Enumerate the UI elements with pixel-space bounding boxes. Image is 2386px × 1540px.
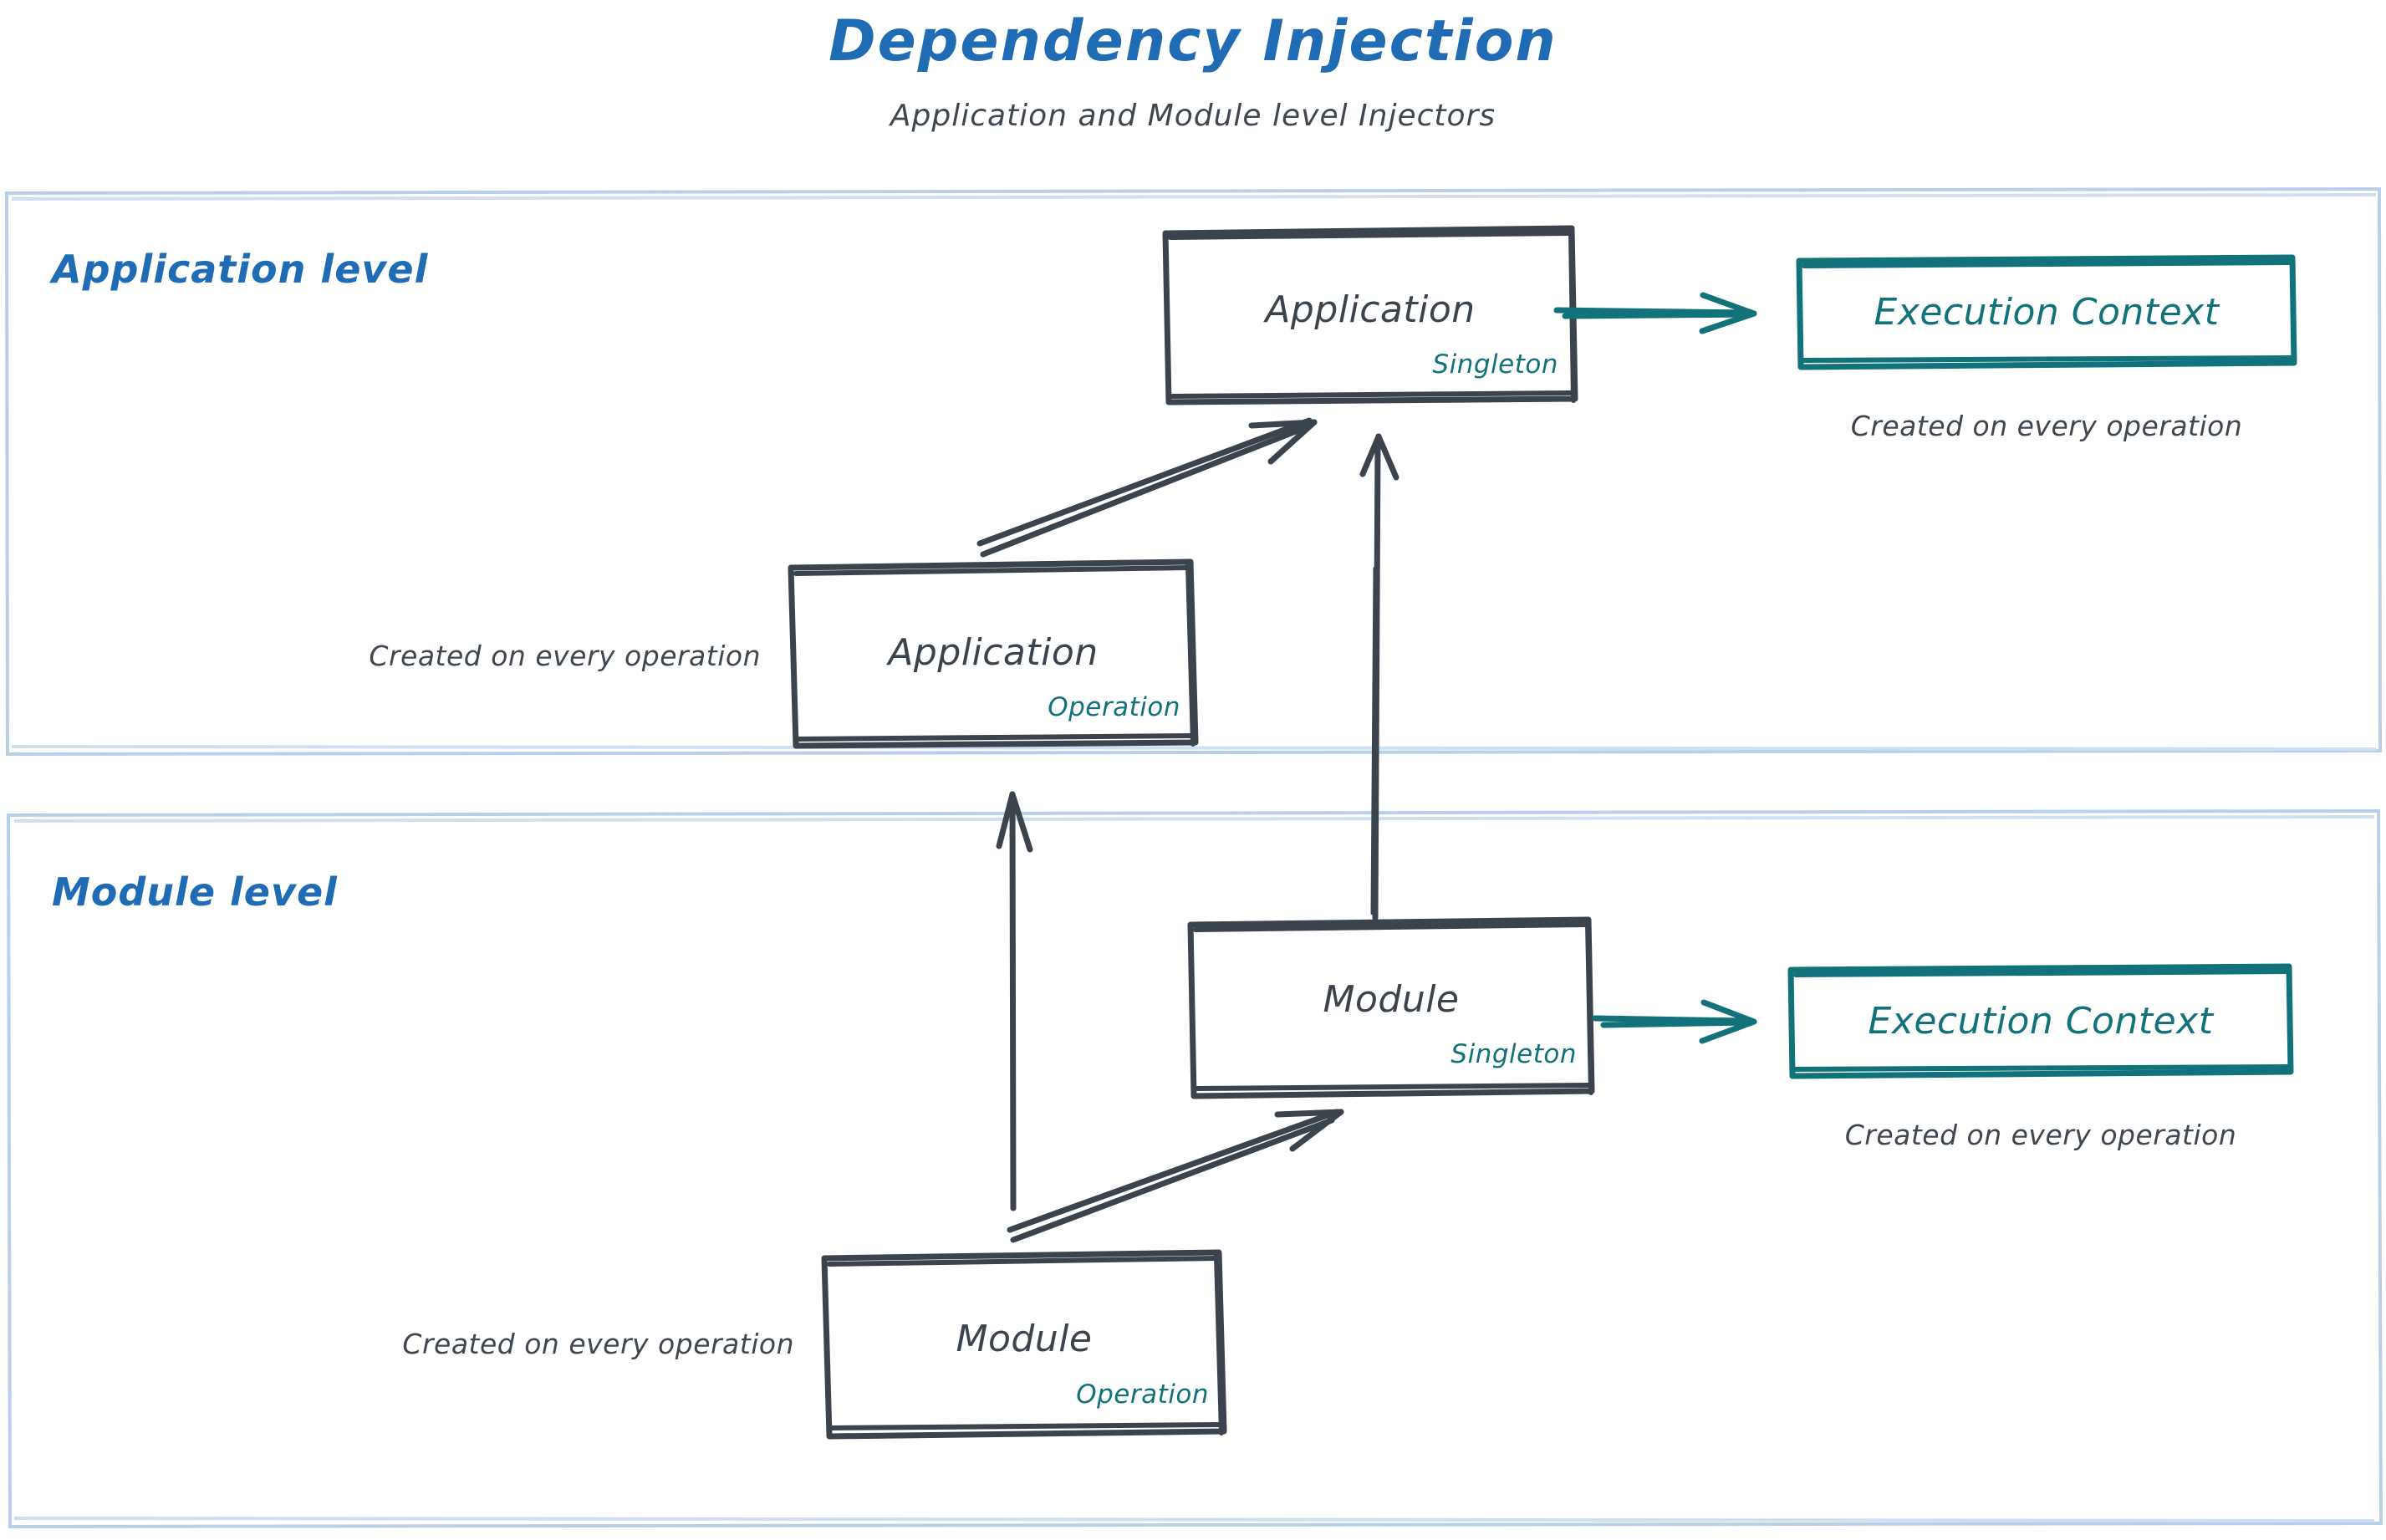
module-execution-context-title: Execution Context — [1868, 1000, 2214, 1043]
section-label-module-level: Module level — [52, 869, 338, 915]
page-subtitle: Application and Module level Injectors — [890, 99, 1496, 133]
application-execution-context-title: Execution Context — [1874, 291, 2220, 334]
module-singleton-scope: Singleton — [1450, 1039, 1577, 1069]
edge-app-singleton-to-execution-context — [1553, 292, 1757, 334]
edge-module-operation-to-app-operation — [996, 791, 1033, 1211]
page-title: Dependency Injection — [828, 8, 1558, 74]
module-execution-context-caption: Created on every operation — [1844, 1119, 2237, 1151]
application-singleton-scope: Singleton — [1432, 349, 1558, 380]
edge-module-singleton-to-app-singleton — [1359, 433, 1399, 921]
application-operation-title: Application — [888, 631, 1099, 674]
module-operation-caption: Created on every operation — [402, 1328, 794, 1360]
application-operation-caption: Created on every operation — [369, 640, 761, 672]
edge-app-operation-to-app-singleton — [976, 417, 1318, 558]
edge-module-singleton-to-execution-context — [1592, 999, 1757, 1044]
application-operation-scope: Operation — [1048, 692, 1180, 722]
section-label-application-level: Application level — [52, 247, 429, 292]
application-singleton-title: Application — [1265, 288, 1476, 331]
edge-module-operation-to-module-singleton — [1007, 1109, 1344, 1243]
application-execution-context-caption: Created on every operation — [1850, 410, 2243, 442]
module-operation-scope: Operation — [1076, 1379, 1209, 1410]
module-level-container — [6, 808, 2383, 1529]
module-operation-title: Module — [956, 1318, 1093, 1360]
module-singleton-title: Module — [1323, 978, 1460, 1021]
